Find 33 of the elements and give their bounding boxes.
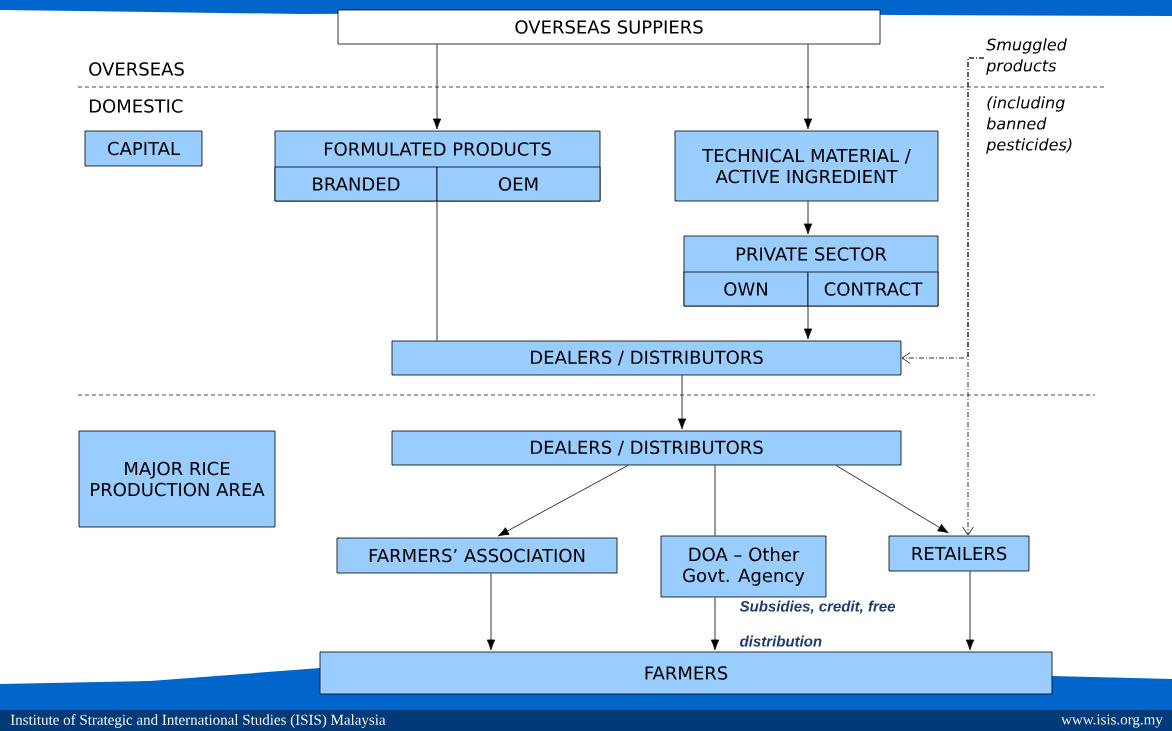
arrow (498, 465, 629, 537)
arrow (803, 306, 813, 340)
table-cell: OWN (683, 271, 809, 307)
dashed-arrow (962, 57, 985, 536)
process-box: FARMERS (319, 651, 1053, 695)
process-box: FARMERS’ ASSOCIATION (336, 537, 618, 574)
arrow (677, 375, 687, 430)
footer-url: www.isis.org.my (1061, 714, 1163, 728)
region-label: DOMESTIC (90, 99, 183, 113)
arrow (710, 597, 720, 651)
process-box: DEALERS / DISTRIBUTORS (391, 340, 902, 376)
process-box: DOA – Other Govt. Agency (660, 535, 827, 598)
arrow (803, 201, 813, 235)
table-cell: CONTRACT (807, 271, 939, 307)
connector-line (436, 201, 438, 341)
region-label: OVERSEAS (89, 62, 184, 76)
arrow (486, 573, 496, 651)
edge-label: Subsidies, credit, free distribution (739, 600, 896, 647)
footer-text: Institute of Strategic and International Studies (ISIS) Malaysia (10, 714, 386, 728)
arrow (835, 465, 949, 534)
arrow (432, 44, 442, 130)
table-cell: OEM (436, 166, 601, 202)
region-box: CAPITAL (84, 130, 203, 167)
annotation-text: Smuggled products (including banned pesticides) (986, 38, 1072, 154)
process-box: TECHNICAL MATERIAL / ACTIVE INGREDIENT (674, 130, 939, 202)
process-box: RETAILERS (888, 535, 1030, 572)
process-box: OVERSEAS SUPPIERS (337, 9, 881, 45)
region-box: MAJOR RICE PRODUCTION AREA (78, 430, 276, 528)
connector-line (714, 465, 716, 536)
process-box: DEALERS / DISTRIBUTORS (391, 430, 902, 466)
arrow (965, 571, 975, 651)
table-cell: BRANDED (274, 166, 438, 202)
arrow (803, 44, 813, 130)
